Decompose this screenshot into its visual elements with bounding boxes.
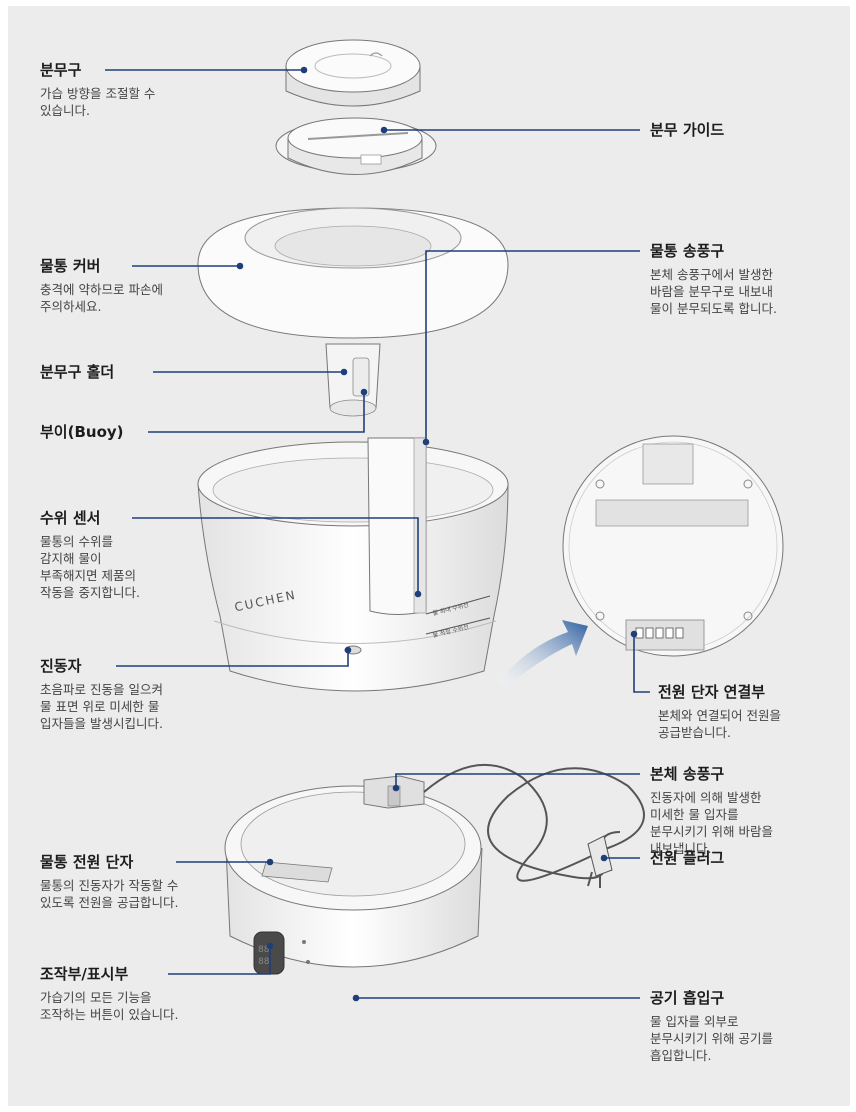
label-nozzle: 분무구 가습 방향을 조절할 수 있습니다.: [40, 61, 155, 119]
tank-bottom-part: [562, 435, 784, 657]
label-nozzle-holder: 분무구 홀더: [40, 363, 114, 381]
nozzle-guide-part: [275, 117, 437, 175]
label-power-terminal-connector: 전원 단자 연결부 본체와 연결되어 전원을 공급받습니다.: [658, 683, 781, 741]
humidifier-illustration: 88 88: [105, 39, 784, 1002]
svg-text:88: 88: [258, 945, 270, 955]
label-tank-cover-title: 물통 커버: [40, 257, 101, 275]
diagram-canvas: 88 88: [8, 6, 850, 1106]
label-power-terminal-connector-desc: 본체와 연결되어 전원을 공급받습니다.: [658, 708, 781, 740]
label-power-plug-title: 전원 플러그: [650, 849, 725, 867]
label-tank-duct: 물통 송풍구 본체 송풍구에서 발생한 바람을 분무구로 내보내 물이 분무되도…: [650, 242, 777, 317]
label-tank-cover: 물통 커버 충격에 약하므로 파손에 주의하세요.: [40, 257, 163, 315]
label-tank-cover-desc: 충격에 약하므로 파손에 주의하세요.: [40, 282, 163, 314]
label-tank-power-terminal-desc: 물통의 진동자가 작동할 수 있도록 전원을 공급합니다.: [40, 878, 179, 910]
label-body-duct: 본체 송풍구 진동자에 의해 발생한 미세한 물 입자를 분무시키기 위해 바람…: [650, 765, 773, 857]
label-tank-duct-desc: 본체 송풍구에서 발생한 바람을 분무구로 내보내 물이 분무되도록 합니다.: [650, 267, 777, 316]
label-body-duct-desc: 진동자에 의해 발생한 미세한 물 입자를 분무시키기 위해 바람을 내보냅니다…: [650, 790, 773, 856]
nozzle-part: [285, 39, 421, 107]
label-level-sensor-desc: 물통의 수위를 감지해 물이 부족해지면 제품의 작동을 중지합니다.: [40, 534, 140, 600]
tank-cover-part: [197, 207, 509, 339]
leader-lines: [105, 66, 650, 1002]
label-air-inlet-desc: 물 입자를 외부로 분무시키기 위해 공기를 흡입합니다.: [650, 1014, 773, 1063]
label-vibrator-desc: 초음파로 진동을 일으켜 물 표면 위로 미세한 물 입자들을 발생시킵니다.: [40, 682, 163, 731]
water-tank-part: [197, 437, 509, 692]
label-nozzle-title: 분무구: [40, 61, 82, 79]
nozzle-holder-part: [325, 343, 381, 417]
label-nozzle-desc: 가습 방향을 조절할 수 있습니다.: [40, 86, 156, 118]
label-nozzle-guide-title: 분무 가이드: [650, 121, 725, 139]
label-control-panel-title: 조작부/표시부: [40, 965, 129, 983]
label-tank-duct-title: 물통 송풍구: [650, 242, 725, 260]
label-level-sensor-title: 수위 센서: [40, 509, 101, 527]
label-tank-power-terminal: 물통 전원 단자 물통의 진동자가 작동할 수 있도록 전원을 공급합니다.: [40, 853, 178, 911]
label-power-terminal-connector-title: 전원 단자 연결부: [658, 683, 766, 701]
label-air-inlet-title: 공기 흡입구: [650, 989, 725, 1007]
label-body-duct-title: 본체 송풍구: [650, 765, 725, 783]
label-level-sensor: 수위 센서 물통의 수위를 감지해 물이 부족해지면 제품의 작동을 중지합니다…: [40, 509, 140, 601]
label-power-plug: 전원 플러그: [650, 849, 724, 867]
label-control-panel: 조작부/표시부 가습기의 모든 기능을 조작하는 버튼이 있습니다.: [40, 965, 178, 1023]
label-vibrator-title: 진동자: [40, 657, 82, 675]
label-nozzle-guide: 분무 가이드: [650, 121, 724, 139]
svg-text:88: 88: [258, 957, 270, 967]
label-air-inlet: 공기 흡입구 물 입자를 외부로 분무시키기 위해 공기를 흡입합니다.: [650, 989, 773, 1064]
base-body-part: 88 88: [224, 764, 645, 1000]
label-vibrator: 진동자 초음파로 진동을 일으켜 물 표면 위로 미세한 물 입자들을 발생시킵…: [40, 657, 163, 732]
label-buoy-title: 부이(Buoy): [40, 423, 124, 441]
label-tank-power-terminal-title: 물통 전원 단자: [40, 853, 134, 871]
label-buoy: 부이(Buoy): [40, 423, 124, 441]
rotate-arrow-icon: [498, 620, 588, 688]
label-control-panel-desc: 가습기의 모든 기능을 조작하는 버튼이 있습니다.: [40, 990, 179, 1022]
label-nozzle-holder-title: 분무구 홀더: [40, 363, 115, 381]
